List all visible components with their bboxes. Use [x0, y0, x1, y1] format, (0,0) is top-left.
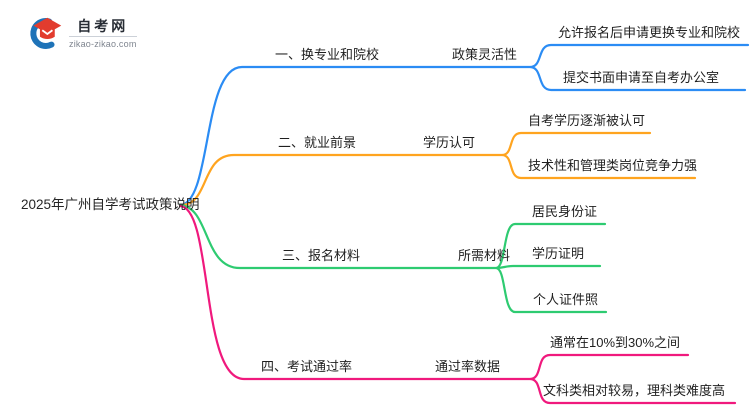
branch-4-leaf-2[interactable]: 文科类相对较易，理科类难度高	[543, 383, 726, 398]
branch-4-label[interactable]: 四、考试通过率	[261, 359, 353, 374]
branch-1-leaf-2[interactable]: 提交书面申请至自考办公室	[563, 70, 720, 85]
branch-4-sublabel[interactable]: 通过率数据	[435, 359, 501, 374]
branch-1-connector	[178, 43, 750, 207]
branch-1-sublabel[interactable]: 政策灵活性	[452, 47, 518, 62]
branch-1-leaf-1[interactable]: 允许报名后申请更换专业和院校	[558, 25, 741, 40]
logo-title: 自考网	[77, 18, 129, 34]
root-topic[interactable]: 2025年广州自学考试政策说明	[21, 197, 200, 212]
branch-3-label[interactable]: 三、报名材料	[282, 248, 361, 263]
branch-3-sublabel[interactable]: 所需材料	[458, 248, 511, 263]
branch-4-leaf-1[interactable]: 通常在10%到30%之间	[550, 335, 681, 350]
branch-2-leaf-2[interactable]: 技术性和管理类岗位竞争力强	[528, 158, 698, 173]
branch-2-label[interactable]: 二、就业前景	[278, 135, 357, 150]
branch-3-leaf-3[interactable]: 个人证件照	[533, 292, 599, 307]
branch-1-label[interactable]: 一、换专业和院校	[275, 47, 380, 62]
logo-divider	[69, 36, 137, 37]
branch-3-leaf-1[interactable]: 居民身份证	[532, 204, 598, 219]
logo-graduation-cap-icon	[30, 17, 62, 49]
branch-2-sublabel[interactable]: 学历认可	[423, 135, 476, 150]
branch-3-leaf-2[interactable]: 学历证明	[532, 246, 585, 261]
logo-domain: zikao-zikao.com	[69, 39, 137, 49]
logo: 自考网 zikao-zikao.com	[27, 15, 137, 52]
branch-2-leaf-1[interactable]: 自考学历逐渐被认可	[528, 113, 646, 128]
branch-4-connector	[178, 204, 737, 405]
branch-2-connector	[178, 131, 697, 207]
branch-3-connector	[178, 203, 608, 314]
